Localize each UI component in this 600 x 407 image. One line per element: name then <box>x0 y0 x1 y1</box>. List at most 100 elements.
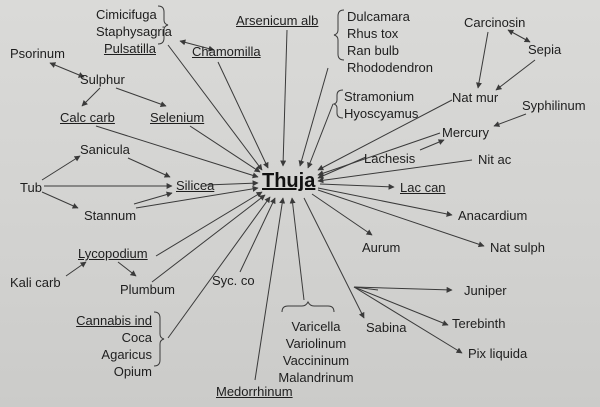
arrow-syphilinum-mercury <box>493 113 527 127</box>
arrow-silicea-to-thuja <box>205 180 259 187</box>
arrow-tub-sanicula <box>41 155 81 181</box>
node-group-stramonium: Stramonium Hyoscyamus <box>344 88 418 122</box>
node-kali-carb: Kali carb <box>10 275 61 290</box>
brace-varicella-group <box>281 300 335 313</box>
node-silicea: Silicea <box>176 178 215 193</box>
arrow-lycopodium-to-thuja <box>155 191 263 257</box>
arrow-pulsatilla-chamomilla <box>179 39 215 52</box>
node-arsenicum-alb: Arsenicum alb <box>236 13 319 28</box>
arrow-selenium-to-thuja <box>189 125 261 173</box>
node-staphysagria: Staphysagria <box>96 24 172 39</box>
arrow-carcinosin-nat-mur <box>475 31 489 89</box>
arrow-medorrhinum-to-thuja <box>254 197 286 381</box>
line-fan-spoke <box>353 286 379 291</box>
arrow-fan-to-juniper <box>353 286 453 293</box>
arrow-sulphur-selenium <box>115 87 167 107</box>
node-lachesis: Lachesis <box>364 151 416 166</box>
node-group-varicella: Varicella Variolinum Vaccininum Malandri… <box>268 318 364 386</box>
node-sulphur: Sulphur <box>80 72 125 87</box>
node-malandrinum: Malandrinum <box>278 370 354 385</box>
node-group-cannabis: Cannabis ind Coca Agaricus Opium <box>70 312 152 380</box>
arrow-stannum-silicea <box>133 191 173 205</box>
arrow-thuja-to-anacardium <box>317 187 453 217</box>
arrow-sanicula-silicea <box>127 157 171 178</box>
node-chamomilla: Chamomilla <box>192 44 261 59</box>
arrow-psorinum-sulphur <box>49 62 85 78</box>
node-ran-bulb: Ran bulb <box>347 43 400 58</box>
node-varicella: Varicella <box>291 319 341 334</box>
node-dulcamara: Dulcamara <box>347 9 410 24</box>
node-calc-carb: Calc carb <box>60 110 115 125</box>
arrow-mercury-to-thuja <box>317 132 441 177</box>
node-agaricus: Agaricus <box>101 347 152 362</box>
node-vaccininum: Vaccininum <box>282 353 350 368</box>
node-coca: Coca <box>121 330 152 345</box>
node-pulsatilla: Pulsatilla <box>103 41 156 56</box>
arrow-thuja-to-aurum <box>311 193 373 236</box>
node-syphilinum: Syphilinum <box>522 98 586 113</box>
node-cannabis-ind: Cannabis ind <box>76 313 152 328</box>
node-nat-sulph: Nat sulph <box>490 240 545 255</box>
node-medorrhinum: Medorrhinum <box>216 384 293 399</box>
node-rhus-tox: Rhus tox <box>347 26 399 41</box>
arrow-fan-to-terebinth <box>353 286 449 326</box>
brace-dulcamara-group <box>333 9 345 61</box>
arrow-thuja-to-nat-sulph <box>317 189 485 248</box>
arrow-cimicifuga-group-to-thuja <box>167 44 263 171</box>
node-nit-ac: Nit ac <box>478 152 512 167</box>
node-lycopodium: Lycopodium <box>78 246 148 261</box>
arrow-carcinosin-sepia <box>507 29 531 43</box>
arrow-lachesis-mercury <box>419 139 445 151</box>
node-aurum: Aurum <box>362 240 401 255</box>
central-node-thuja: Thuja <box>262 170 316 192</box>
arrow-tub-stannum <box>41 191 79 209</box>
node-sepia: Sepia <box>528 42 562 57</box>
node-lac-can: Lac can <box>400 180 446 195</box>
arrow-nat-mur-to-thuja <box>317 99 453 171</box>
node-hyoscyamus: Hyoscyamus <box>344 106 419 121</box>
node-tub: Tub <box>20 180 42 195</box>
node-anacardium: Anacardium <box>458 208 528 223</box>
arrow-lycopodium-plumbum <box>117 261 137 277</box>
node-carcinosin: Carcinosin <box>464 15 526 30</box>
arrow-cannabis-group-to-thuja <box>167 196 271 339</box>
node-variolinum: Variolinum <box>285 336 347 351</box>
node-syc-co: Syc. co <box>212 273 255 288</box>
arrow-thuja-to-lac-can <box>319 183 395 190</box>
brace-stramonium-group <box>332 89 344 119</box>
node-sabina: Sabina <box>366 320 407 335</box>
arrow-varicella-group-to-thuja <box>289 197 305 301</box>
arrow-kali-carb-lycopodium <box>65 261 87 277</box>
arrow-plumbum-to-thuja <box>151 194 266 283</box>
arrow-fan-to-pix-liquida <box>353 286 463 354</box>
arrow-stramonium-group-to-thuja <box>307 103 334 169</box>
arrow-calc-carb-to-thuja <box>95 125 259 179</box>
arrow-arsenicum-to-thuja <box>280 29 288 167</box>
arrow-lachesis-to-thuja <box>317 156 367 179</box>
node-juniper: Juniper <box>464 283 507 298</box>
node-nat-mur: Nat mur <box>452 90 499 105</box>
node-group-dulcamara: Dulcamara Rhus tox Ran bulb Rhododendron <box>347 8 433 76</box>
node-opium: Opium <box>113 364 152 379</box>
node-pix-liquida: Pix liquida <box>468 346 528 361</box>
brace-cannabis-group <box>153 311 165 367</box>
arrow-syc-co-to-thuja <box>239 197 276 273</box>
node-stramonium: Stramonium <box>344 89 415 104</box>
arrow-nit-ac-to-thuja <box>317 159 473 184</box>
node-mercury: Mercury <box>442 125 489 140</box>
node-cimicifuga: Cimicifuga <box>96 7 157 22</box>
node-terebinth: Terebinth <box>452 316 506 331</box>
node-rhododendron: Rhododendron <box>347 60 434 75</box>
arrow-stannum-to-thuja <box>135 185 259 209</box>
node-stannum: Stannum <box>84 208 137 223</box>
arrow-chamomilla-to-thuja <box>217 61 269 169</box>
node-group-cimicifuga: Cimicifuga Staphysagria Pulsatilla <box>96 6 172 57</box>
brace-cimicifuga-group <box>157 5 169 45</box>
arrow-sepia-nat-mur <box>495 59 536 91</box>
arrow-sulphur-calc-carb <box>81 87 101 107</box>
node-plumbum: Plumbum <box>120 282 175 297</box>
arrow-dulcamara-group-to-thuja <box>298 67 329 167</box>
arrow-thuja-to-sabina <box>303 197 365 319</box>
